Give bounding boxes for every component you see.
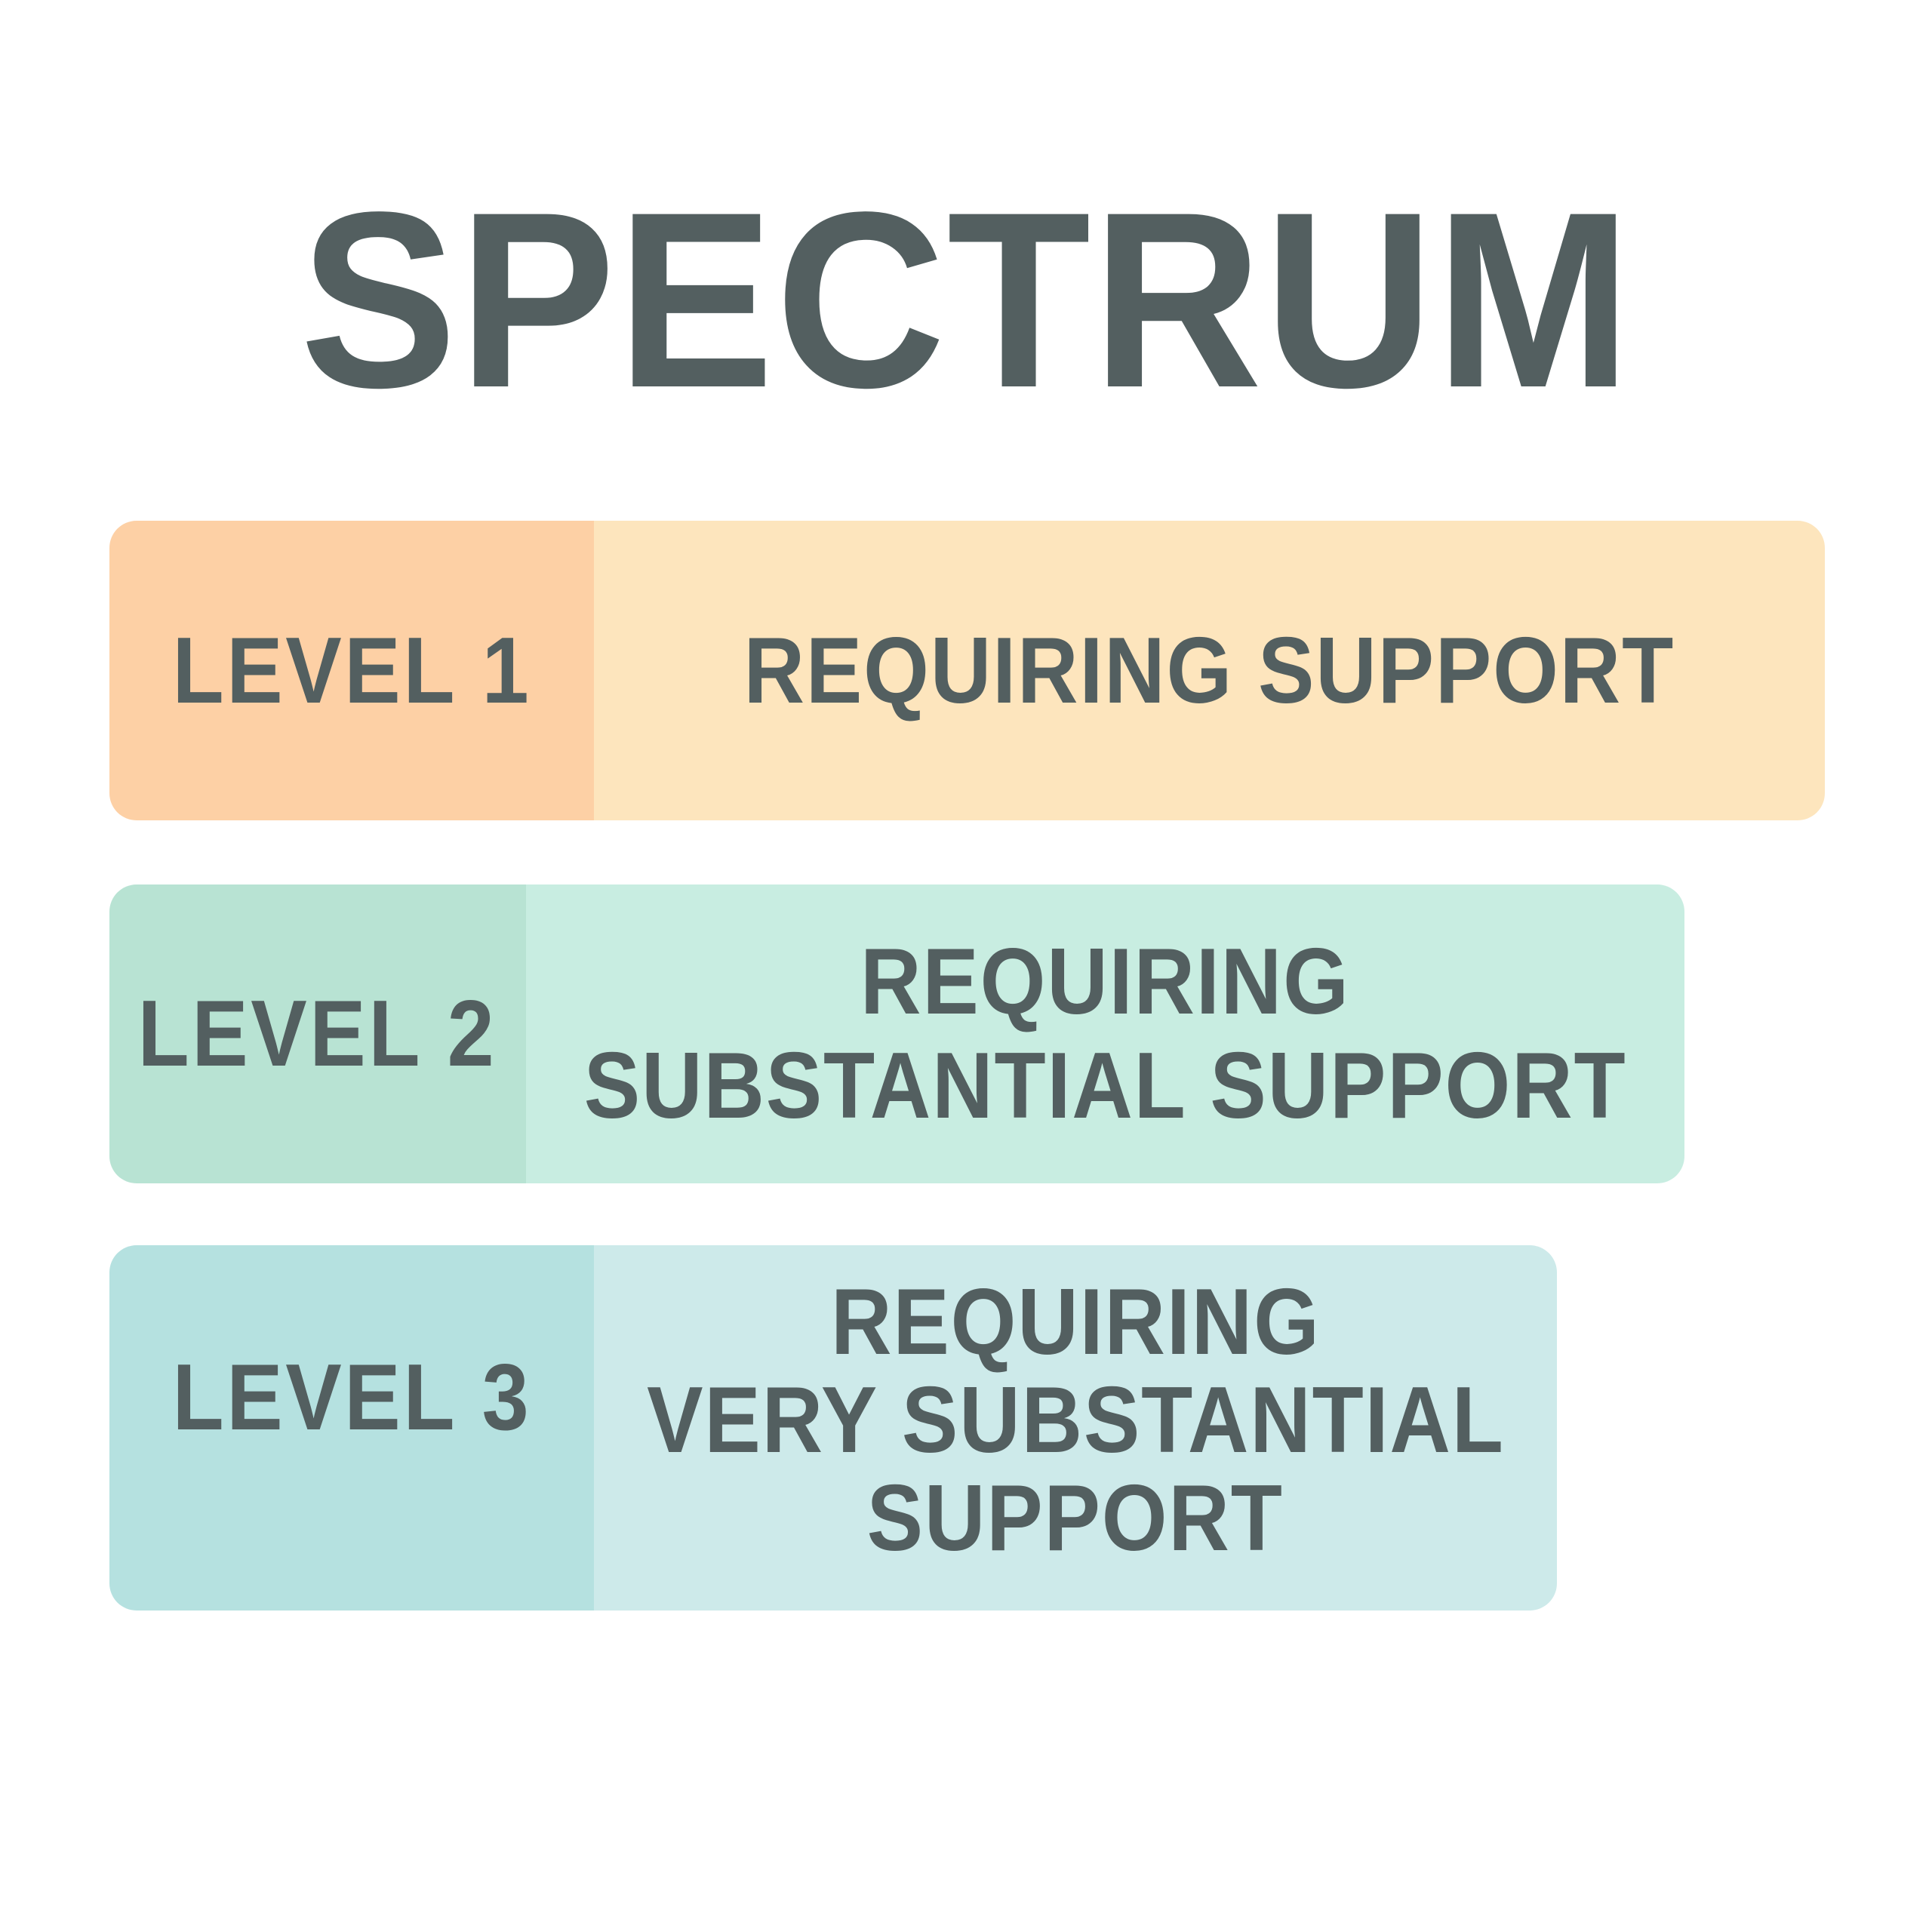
level-3-description-line: REQUIRING [830, 1270, 1321, 1374]
level-1-label-panel: LEVEL 1 [109, 521, 594, 820]
level-2-description-line: SUBSTANTIAL SUPPORT [583, 1034, 1627, 1138]
level-1-description-panel: REQUIRING SUPPORT [594, 521, 1825, 820]
level-3-description-line: SUPPORT [866, 1466, 1284, 1571]
page-title: SPECTRUM [0, 175, 1932, 426]
title-text: SPECTRUM [299, 160, 1633, 440]
level-2-description-line: REQUIRING [860, 930, 1350, 1034]
level-2-label-panel: LEVEL 2 [109, 884, 526, 1183]
level-1-label: LEVEL 1 [172, 618, 531, 723]
level-3-label-panel: LEVEL 3 [109, 1245, 594, 1611]
level-2-card: LEVEL 2 REQUIRING SUBSTANTIAL SUPPORT [109, 884, 1684, 1183]
level-3-description-panel: REQUIRING VERY SUBSTANTIAL SUPPORT [594, 1245, 1557, 1611]
level-2-label: LEVEL 2 [137, 982, 497, 1086]
level-2-description-panel: REQUIRING SUBSTANTIAL SUPPORT [525, 884, 1684, 1183]
level-3-description-line: VERY SUBSTANTIAL [646, 1368, 1505, 1472]
level-3-card: LEVEL 3 REQUIRING VERY SUBSTANTIAL SUPPO… [109, 1245, 1557, 1611]
level-3-label: LEVEL 3 [172, 1346, 531, 1450]
level-1-description-line: REQUIRING SUPPORT [743, 618, 1675, 723]
level-1-card: LEVEL 1 REQUIRING SUPPORT [109, 521, 1825, 820]
